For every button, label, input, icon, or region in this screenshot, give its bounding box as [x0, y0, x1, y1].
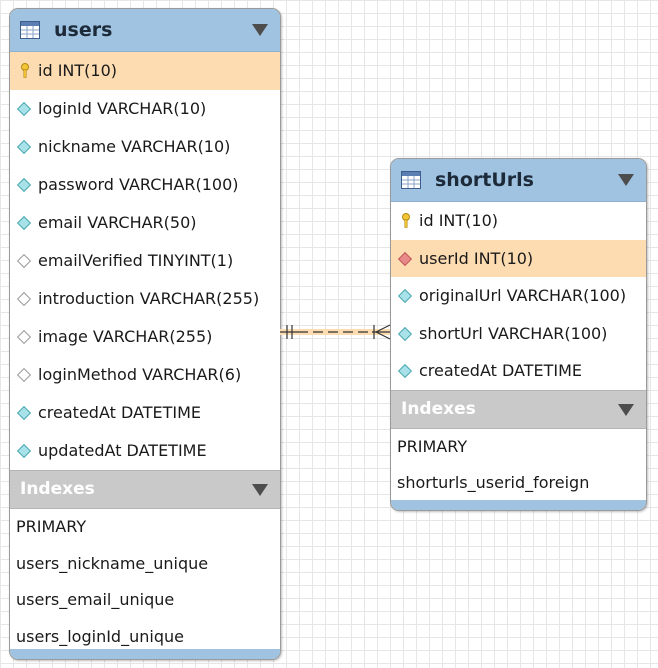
crowfoot-upper: [375, 324, 391, 333]
column-label: shortUrl VARCHAR(100): [419, 323, 608, 343]
column-label: userId INT(10): [419, 248, 534, 268]
column-row[interactable]: id INT(10): [10, 52, 280, 90]
column-label: emailVerified TINYINT(1): [38, 251, 234, 270]
table-icon: [20, 21, 40, 39]
column-row[interactable]: emailVerified TINYINT(1): [10, 242, 280, 280]
column-row[interactable]: userId INT(10): [391, 239, 646, 277]
indexes-header[interactable]: Indexes: [391, 389, 646, 429]
index-row[interactable]: users_email_unique: [16, 590, 175, 609]
column-label: createdAt DATETIME: [38, 403, 201, 422]
column-row[interactable]: introduction VARCHAR(255): [10, 280, 280, 318]
column-label: image VARCHAR(255): [38, 327, 213, 346]
column-label: originalUrl VARCHAR(100): [419, 286, 627, 305]
column-row[interactable]: loginId VARCHAR(10): [10, 90, 280, 128]
column-row[interactable]: email VARCHAR(50): [10, 204, 280, 242]
column-label: loginMethod VARCHAR(6): [38, 365, 242, 384]
triangle-down-icon[interactable]: [618, 403, 634, 416]
users-table[interactable]: users id INT(10) loginId VARCHAR(10) nic…: [9, 8, 281, 660]
column-label: id INT(10): [419, 211, 498, 230]
index-row[interactable]: users_loginId_unique: [16, 626, 184, 646]
column-label: id INT(10): [38, 61, 117, 80]
column-row[interactable]: id INT(10): [391, 202, 646, 240]
crowfoot-lower: [375, 331, 391, 340]
column-label: loginId VARCHAR(10): [38, 99, 207, 118]
users-table-name: users: [54, 19, 113, 41]
column-row[interactable]: shortUrl VARCHAR(100): [391, 315, 646, 353]
column-row[interactable]: createdAt DATETIME: [391, 352, 646, 390]
triangle-down-icon[interactable]: [252, 24, 268, 36]
column-label: nickname VARCHAR(10): [38, 137, 231, 156]
index-row[interactable]: PRIMARY: [397, 436, 468, 456]
column-row[interactable]: loginMethod VARCHAR(6): [10, 356, 280, 394]
column-row[interactable]: nickname VARCHAR(10): [10, 128, 280, 166]
key-icon: [402, 213, 410, 228]
index-row[interactable]: PRIMARY: [16, 517, 87, 536]
indexes-label: Indexes: [401, 398, 476, 419]
table-footer: [391, 500, 646, 510]
column-label: email VARCHAR(50): [38, 213, 197, 232]
column-row[interactable]: originalUrl VARCHAR(100): [391, 277, 646, 315]
triangle-down-icon[interactable]: [618, 174, 634, 186]
shorturls-table[interactable]: shortUrls id INT(10) userId INT(10) orig…: [390, 158, 647, 511]
column-row[interactable]: image VARCHAR(255): [10, 318, 280, 356]
shorturls-table-name: shortUrls: [435, 169, 534, 191]
column-row[interactable]: password VARCHAR(100): [10, 166, 280, 204]
shorturls-table-header[interactable]: shortUrls: [391, 159, 646, 202]
column-label: introduction VARCHAR(255): [38, 289, 260, 308]
triangle-down-icon[interactable]: [252, 484, 268, 496]
key-icon: [21, 63, 29, 78]
index-row[interactable]: shorturls_userid_foreign: [397, 473, 590, 492]
column-label: password VARCHAR(100): [38, 175, 239, 194]
index-row[interactable]: users_nickname_unique: [16, 553, 209, 573]
column-row[interactable]: createdAt DATETIME: [10, 394, 280, 432]
users-table-header[interactable]: users: [10, 9, 280, 52]
indexes-label: Indexes: [20, 479, 95, 499]
table-footer: [10, 649, 280, 659]
indexes-header[interactable]: Indexes: [10, 470, 280, 509]
column-row[interactable]: updatedAt DATETIME: [10, 432, 280, 470]
table-icon: [401, 171, 421, 189]
column-label: createdAt DATETIME: [419, 361, 582, 380]
column-label: updatedAt DATETIME: [38, 441, 207, 460]
